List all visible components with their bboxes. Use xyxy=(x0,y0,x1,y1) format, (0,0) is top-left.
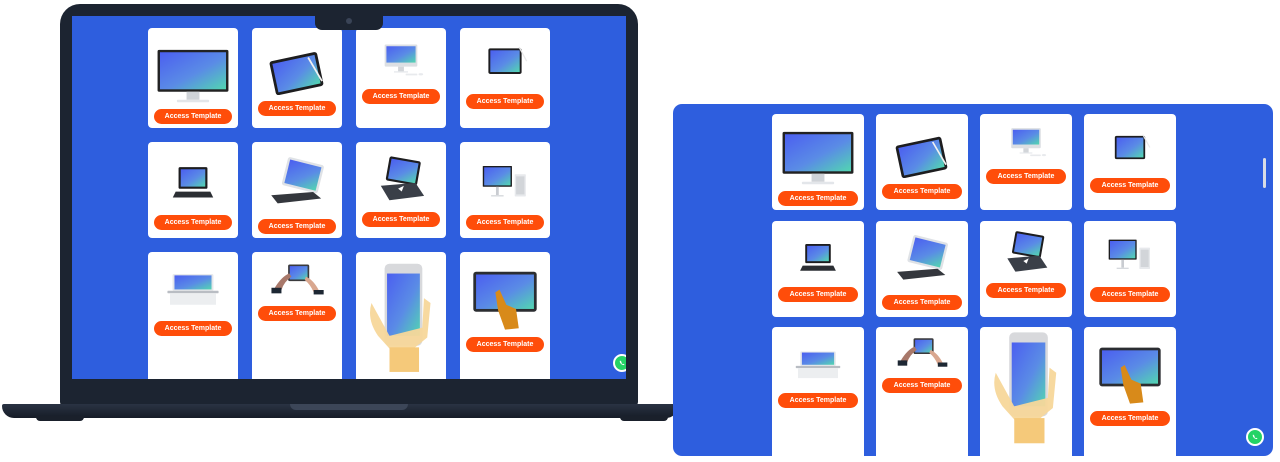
template-card[interactable]: Access Template xyxy=(148,142,238,238)
monitor-mac-pro-mockup-image xyxy=(460,159,550,209)
template-card[interactable]: Access Template xyxy=(148,28,238,128)
ipad-pencil-mockup-image xyxy=(1084,130,1176,172)
ipad-keyboard-angle-mockup-image xyxy=(876,233,968,289)
template-card[interactable]: Access Template xyxy=(356,142,446,238)
access-template-button[interactable]: Access Template xyxy=(154,215,232,230)
ipad-magic-keyboard-mockup-image xyxy=(148,157,238,209)
laptop-foot-right xyxy=(620,416,668,421)
template-card[interactable]: Access Template xyxy=(772,327,864,456)
template-card[interactable]: Access Template xyxy=(460,252,550,379)
access-template-button[interactable]: Access Template xyxy=(882,295,962,310)
template-card[interactable]: Access Template xyxy=(1084,327,1176,456)
access-template-button[interactable]: Access Template xyxy=(466,215,544,230)
monitor-mac-pro-mockup-image xyxy=(1084,233,1176,281)
access-template-button[interactable]: Access Template xyxy=(986,169,1066,184)
ipad-pencil-mockup-image xyxy=(460,42,550,88)
tablet-in-hands-mockup-image xyxy=(876,334,968,372)
ipad-keyboard-angle-mockup-image xyxy=(252,155,342,213)
access-template-button[interactable]: Access Template xyxy=(778,393,858,408)
laptop-notch xyxy=(315,16,383,30)
access-template-button[interactable]: Access Template xyxy=(882,184,962,199)
imac-monitor-mockup-image xyxy=(148,45,238,103)
tablet-screen: Access Template Access Template Access T… xyxy=(673,104,1273,456)
ipad-folio-keyboard-mockup-image xyxy=(980,229,1072,277)
whatsapp-icon[interactable] xyxy=(1246,428,1264,446)
access-template-button[interactable]: Access Template xyxy=(882,378,962,393)
imac-keyboard-mouse-mockup-image xyxy=(980,125,1072,163)
laptop-front-mockup-image xyxy=(148,269,238,315)
template-card[interactable]: Access Template xyxy=(356,28,446,128)
tablet-in-hands-mockup-image xyxy=(252,260,342,300)
access-template-button[interactable]: Access Template xyxy=(1090,287,1170,302)
access-template-button[interactable]: Access Template xyxy=(362,212,440,227)
imac-monitor-mockup-image xyxy=(772,127,864,185)
laptop-base xyxy=(2,404,678,418)
laptop-foot-left xyxy=(36,416,84,421)
access-template-button[interactable]: Access Template xyxy=(778,191,858,206)
camera-icon xyxy=(346,18,352,24)
laptop-screen: Access Template Access Template Access T… xyxy=(72,16,626,379)
template-card[interactable]: Access Template xyxy=(1084,221,1176,317)
tablet-side-button xyxy=(1263,158,1266,188)
whatsapp-icon[interactable] xyxy=(613,354,626,372)
access-template-button[interactable]: Access Template xyxy=(258,219,336,234)
phone-in-hand-mockup-image xyxy=(980,327,1072,447)
ipad-folio-keyboard-mockup-image xyxy=(356,154,446,206)
laptop-hinge xyxy=(290,404,408,410)
access-template-button[interactable]: Access Template xyxy=(258,101,336,116)
tablet-touch-mockup-image xyxy=(1084,345,1176,405)
template-card[interactable]: Access Template xyxy=(252,142,342,238)
imac-keyboard-mouse-mockup-image xyxy=(356,41,446,83)
template-card[interactable]: Access Template xyxy=(876,114,968,210)
ipad-tilted-pencil-mockup-image xyxy=(252,45,342,95)
access-template-button[interactable]: Access Template xyxy=(986,283,1066,298)
template-card[interactable]: Access Template xyxy=(876,221,968,317)
template-card[interactable] xyxy=(980,327,1072,456)
access-template-button[interactable]: Access Template xyxy=(466,94,544,109)
template-card[interactable]: Access Template xyxy=(1084,114,1176,210)
template-card[interactable]: Access Template xyxy=(460,28,550,128)
phone-in-hand-mockup-image xyxy=(356,252,446,379)
access-template-button[interactable]: Access Template xyxy=(778,287,858,302)
template-card[interactable]: Access Template xyxy=(980,114,1072,210)
template-card[interactable]: Access Template xyxy=(252,252,342,379)
template-card[interactable]: Access Template xyxy=(460,142,550,238)
template-card[interactable]: Access Template xyxy=(252,28,342,128)
laptop-front-mockup-image xyxy=(772,347,864,387)
template-card[interactable]: Access Template xyxy=(772,114,864,210)
access-template-button[interactable]: Access Template xyxy=(154,321,232,336)
template-card[interactable]: Access Template xyxy=(148,252,238,379)
template-card[interactable] xyxy=(356,252,446,379)
access-template-button[interactable]: Access Template xyxy=(362,89,440,104)
access-template-button[interactable]: Access Template xyxy=(1090,411,1170,426)
template-card[interactable]: Access Template xyxy=(980,221,1072,317)
access-template-button[interactable]: Access Template xyxy=(1090,178,1170,193)
access-template-button[interactable]: Access Template xyxy=(258,306,336,321)
ipad-magic-keyboard-mockup-image xyxy=(772,235,864,281)
access-template-button[interactable]: Access Template xyxy=(154,109,232,124)
template-card[interactable]: Access Template xyxy=(772,221,864,317)
access-template-button[interactable]: Access Template xyxy=(466,337,544,352)
tablet-touch-mockup-image xyxy=(460,269,550,331)
template-card[interactable]: Access Template xyxy=(876,327,968,456)
ipad-tilted-pencil-mockup-image xyxy=(876,130,968,178)
